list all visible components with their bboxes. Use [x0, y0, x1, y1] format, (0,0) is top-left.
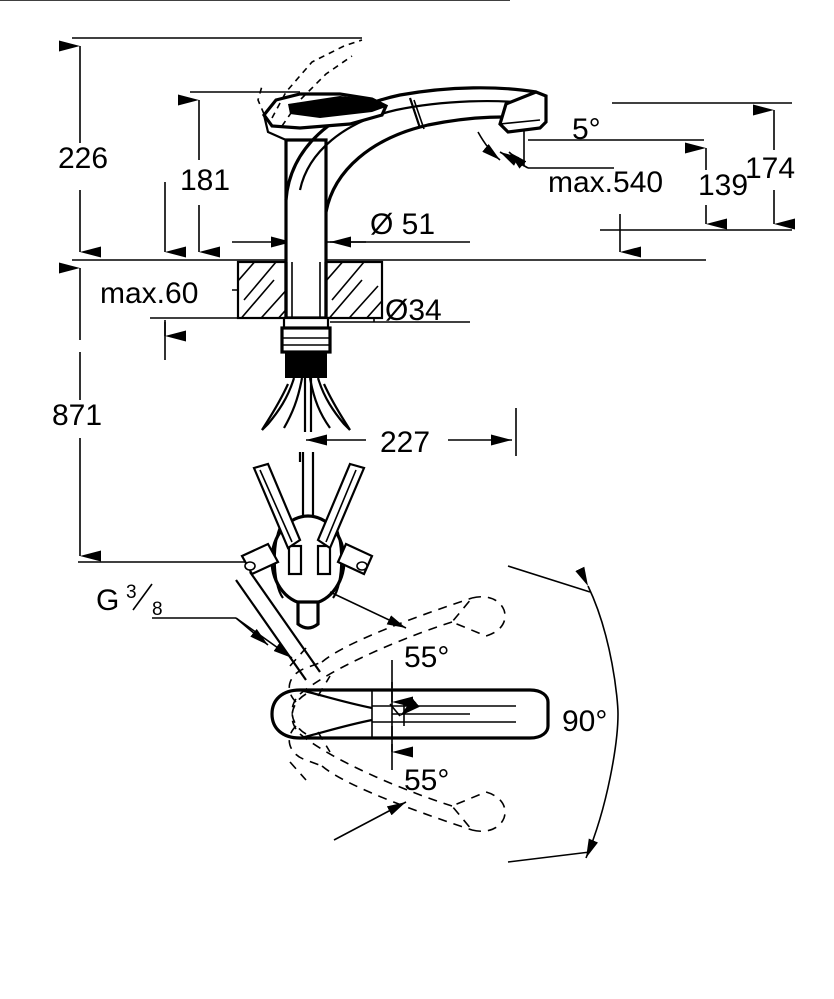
dim-label-g38-numerator: 3	[126, 582, 137, 603]
dimension-174: 174	[745, 104, 795, 230]
dimension-181: 181	[164, 94, 230, 258]
worktop-section	[236, 260, 384, 320]
spout-plan-ghost-lower	[288, 693, 506, 833]
dim-label-871: 871	[52, 399, 102, 432]
dimension-90deg: 90°	[0, 0, 619, 863]
cartridge-assembly	[280, 316, 332, 378]
dim-label-5deg: 5°	[572, 113, 601, 146]
spout-plan-ghost-upper	[288, 595, 506, 735]
dim-label-g38-denominator: 8	[152, 599, 163, 620]
dim-label-55-upper: 55°	[404, 641, 449, 674]
plan-swivel-view: 55° 55° 90°	[0, 0, 619, 863]
dimension-max60: max.60	[100, 277, 290, 360]
dimension-55deg-upper: 55°	[329, 591, 449, 717]
dim-label-227: 227	[380, 426, 430, 459]
tap-body-column	[284, 138, 328, 320]
dimension-227: 227	[306, 426, 512, 459]
connection-hoses	[261, 377, 351, 432]
extension-lines	[72, 37, 792, 563]
dim-label-55-lower: 55°	[404, 764, 449, 797]
hatch-left	[238, 262, 286, 318]
dimension-d51: Ø 51	[232, 208, 435, 248]
dim-label-181: 181	[180, 164, 230, 197]
dim-label-d51: Ø 51	[370, 208, 435, 241]
dim-label-90: 90°	[562, 705, 607, 738]
hose-weight-assembly	[235, 452, 374, 681]
spout-plan-solid	[270, 688, 550, 740]
dim-label-d34: Ø34	[385, 294, 442, 327]
dim-label-174: 174	[745, 152, 795, 185]
dimension-55deg-lower: 55°	[333, 726, 449, 841]
dimension-5deg: 5°	[477, 113, 601, 169]
dim-label-226: 226	[58, 142, 108, 175]
dim-label-max60: max.60	[100, 277, 198, 310]
dimension-871: 871	[52, 352, 102, 562]
dim-label-g38-prefix: G	[96, 584, 119, 617]
lever-handle	[257, 39, 389, 148]
callout-thread-g38: G 3 8	[96, 582, 293, 659]
dimension-226: 226	[58, 40, 108, 340]
dimension-139: 139	[685, 142, 748, 230]
spout	[284, 86, 548, 213]
elevation-view: 226 181 max.60 Ø 51 Ø34	[52, 37, 795, 681]
dim-label-max540: max.540	[548, 166, 663, 199]
dimension-max540: max.540	[499, 151, 663, 199]
dim-label-139: 139	[698, 169, 748, 202]
hatch-right	[326, 262, 382, 318]
